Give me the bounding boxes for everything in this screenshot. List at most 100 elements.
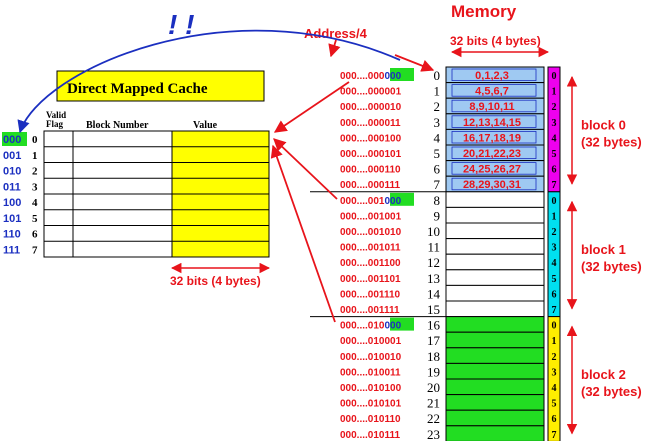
blue-curve-arrow — [17, 29, 401, 134]
memory-address: 000....000001 — [340, 87, 402, 98]
memory-address: 000....000110 — [340, 165, 401, 176]
memory-width-label: 32 bits (4 bytes) — [450, 34, 541, 48]
address-label: Address/4 — [304, 26, 368, 41]
memory-address: 000....010000 — [340, 321, 402, 332]
address-highlight — [390, 317, 414, 331]
cache-title: Direct Mapped Cache — [67, 81, 208, 97]
memory-address: 000....000100 — [340, 133, 402, 144]
arrow-block2-to-cache — [270, 144, 336, 323]
memory-value-frame — [451, 115, 537, 128]
memory-index: 2 — [434, 99, 441, 114]
memory-cell — [445, 238, 545, 255]
byte-label: 4 — [552, 133, 557, 144]
memory-index: 8 — [434, 193, 441, 208]
memory-cell — [445, 222, 545, 240]
byte-label: 4 — [552, 258, 557, 269]
cache-index-bits: 111 — [3, 244, 20, 256]
memory-address: 000....010110 — [340, 414, 401, 425]
memory-index: 17 — [427, 333, 441, 348]
memory-cell — [445, 191, 545, 208]
memory-value: 24,25,26,27 — [463, 164, 521, 176]
address-highlight — [390, 192, 414, 206]
memory-cell — [445, 331, 545, 349]
memory-value: 12,13,14,15 — [463, 117, 521, 129]
memory-index: 11 — [427, 240, 440, 255]
cache-index-bits: 001 — [3, 150, 21, 162]
memory-address: 000....001010 — [340, 227, 402, 238]
memory-address: 000....000010 — [340, 102, 402, 113]
memory-cell — [445, 316, 545, 333]
byte-label: 3 — [552, 118, 557, 129]
cache-title-box — [56, 70, 265, 102]
block-name: block 1 — [581, 242, 626, 257]
memory-rows: 0,1,2,3 000....000000 0 4,5,6,7 000....00000… — [340, 66, 545, 441]
cache-index-dec: 7 — [32, 244, 38, 256]
col-value-header: Value — [193, 120, 218, 131]
cache-index-dec: 6 — [32, 229, 38, 241]
cache-index-dec: 0 — [32, 134, 38, 146]
byte-label: 0 — [552, 196, 557, 207]
address-arrow-right — [394, 54, 435, 72]
memory-index: 4 — [434, 130, 441, 145]
memory-value-frame — [451, 99, 537, 113]
memory-index: 20 — [427, 380, 440, 395]
memory-address: 000....001101 — [340, 274, 401, 285]
memory-cell — [445, 378, 545, 396]
byte-label: 0 — [552, 71, 557, 82]
cache-width-label: 32 bits (4 bytes) — [170, 274, 261, 288]
memory-value-frame — [451, 84, 537, 97]
memory-index: 6 — [434, 162, 441, 177]
exclamation-marks: ! ! — [168, 9, 194, 40]
cache-index-bits: 011 — [3, 181, 21, 193]
col-valid-header-2: Flag — [46, 119, 63, 129]
cache-index-bits: 000 — [3, 134, 21, 146]
memory-address: 000....010111 — [340, 430, 401, 441]
byte-label: 6 — [552, 414, 557, 425]
cache-index-bits: 100 — [3, 197, 21, 209]
memory-cell — [445, 409, 545, 427]
memory-value-frame — [451, 162, 537, 175]
memory-address: 000....000000 — [340, 71, 402, 82]
memory-index: 14 — [427, 286, 441, 301]
byte-label: 3 — [552, 367, 557, 378]
memory-index: 0 — [434, 68, 441, 83]
block-name: block 0 — [581, 117, 626, 132]
memory-index: 16 — [427, 318, 441, 333]
byte-label: 4 — [552, 383, 557, 394]
memory-cell — [445, 347, 545, 364]
byte-label: 1 — [552, 87, 557, 98]
memory-address: 000....000111 — [340, 180, 401, 191]
cache-index-bits: 110 — [3, 229, 21, 241]
col-valid-header-1: Valid — [46, 110, 66, 120]
memory-index: 15 — [427, 302, 440, 317]
memory-value: 4,5,6,7 — [475, 86, 509, 98]
memory-value-frame — [451, 130, 537, 144]
block-size: (32 bytes) — [581, 259, 642, 274]
memory-index: 9 — [434, 208, 441, 223]
byte-label: 7 — [552, 430, 557, 441]
address-highlight — [390, 68, 414, 81]
byte-label: 5 — [552, 399, 557, 410]
byte-label: 7 — [552, 180, 557, 191]
cache-index-highlight — [2, 132, 27, 146]
memory-index: 7 — [434, 177, 441, 192]
memory-value-frame — [451, 146, 537, 160]
memory-cell — [445, 362, 545, 380]
cache-index-dec: 3 — [32, 181, 38, 193]
memory-value: 0,1,2,3 — [475, 70, 509, 82]
memory-index: 18 — [427, 349, 440, 364]
byte-label: 6 — [552, 165, 557, 176]
memory-cell — [445, 269, 545, 286]
block-name: block 2 — [581, 367, 626, 382]
memory-cell — [445, 300, 545, 318]
byte-label: 6 — [552, 289, 557, 300]
cache-index-dec: 5 — [32, 213, 38, 225]
memory-address: 000....010100 — [340, 383, 402, 394]
memory-index: 19 — [427, 364, 440, 379]
memory-address: 000....000101 — [340, 149, 402, 160]
memory-index: 12 — [427, 255, 440, 270]
block-size: (32 bytes) — [581, 134, 642, 149]
memory-address: 000....001110 — [340, 289, 401, 300]
memory-address: 000....010001 — [340, 336, 402, 347]
arrow-block0-to-cache — [273, 81, 350, 133]
